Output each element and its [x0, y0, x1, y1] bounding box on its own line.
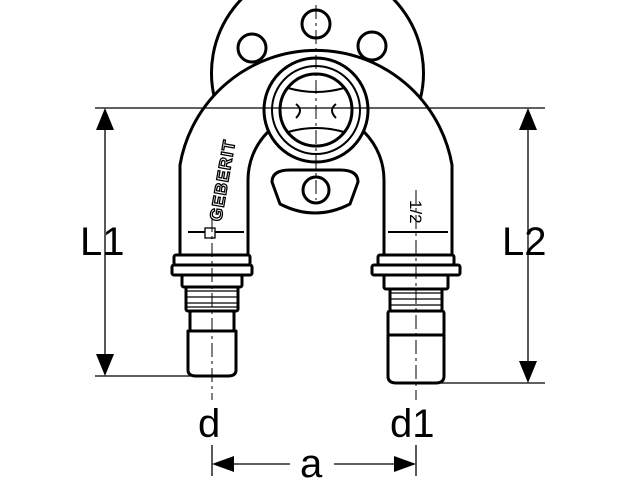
label-d1: d1 — [390, 402, 435, 446]
brand-box — [204, 227, 216, 239]
dimension-L2 — [440, 108, 545, 384]
label-a: a — [300, 442, 323, 480]
flange-bolt-hole — [236, 32, 268, 64]
size-marking: 1/2 — [406, 200, 425, 224]
dimension-L1 — [95, 107, 545, 377]
centre-lines — [211, 5, 417, 400]
label-d: d — [198, 402, 220, 446]
label-L1: L1 — [80, 220, 125, 264]
flange-bolt-hole — [356, 30, 388, 62]
label-L2: L2 — [502, 220, 547, 264]
lower-lug — [270, 168, 360, 215]
dimension-a — [211, 445, 417, 476]
